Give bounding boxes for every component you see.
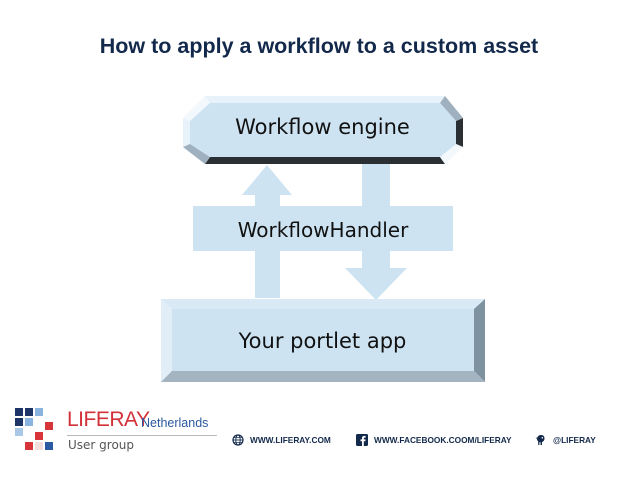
- portlet-app-label: Your portlet app: [238, 329, 407, 353]
- logo-divider: [67, 435, 217, 436]
- logo-mosaic-icon: [15, 408, 61, 454]
- twitter-link[interactable]: @LIFERAY: [535, 434, 596, 446]
- slide-title: How to apply a workflow to a custom asse…: [99, 34, 539, 58]
- twitter-bird-icon: [535, 435, 545, 445]
- footer-links: WWW.LIFERAY.COM WWW.FACEBOOK.COOM/LIFERA…: [0, 434, 638, 450]
- website-text: WWW.LIFERAY.COM: [250, 435, 331, 445]
- facebook-icon: [356, 434, 368, 446]
- logo-region: Netherlands: [141, 416, 209, 430]
- globe-icon: [232, 434, 244, 446]
- facebook-link[interactable]: WWW.FACEBOOK.COOM/LIFERAY: [356, 434, 512, 446]
- logo-brand: LIFERAY: [67, 408, 150, 431]
- workflow-diagram: [161, 96, 485, 382]
- portlet-app-box: [161, 299, 485, 382]
- workflow-engine-label: Workflow engine: [235, 115, 410, 139]
- twitter-text: @LIFERAY: [553, 435, 596, 445]
- workflow-handler-label: WorkflowHandler: [237, 218, 409, 242]
- liferay-netherlands-logo: LIFERAY Netherlands User group: [15, 408, 220, 458]
- workflow-handler-box: [193, 206, 453, 251]
- workflow-engine-box: [183, 96, 463, 164]
- logo-subtitle: User group: [68, 438, 135, 452]
- facebook-text: WWW.FACEBOOK.COOM/LIFERAY: [374, 435, 512, 445]
- website-link[interactable]: WWW.LIFERAY.COM: [232, 434, 331, 446]
